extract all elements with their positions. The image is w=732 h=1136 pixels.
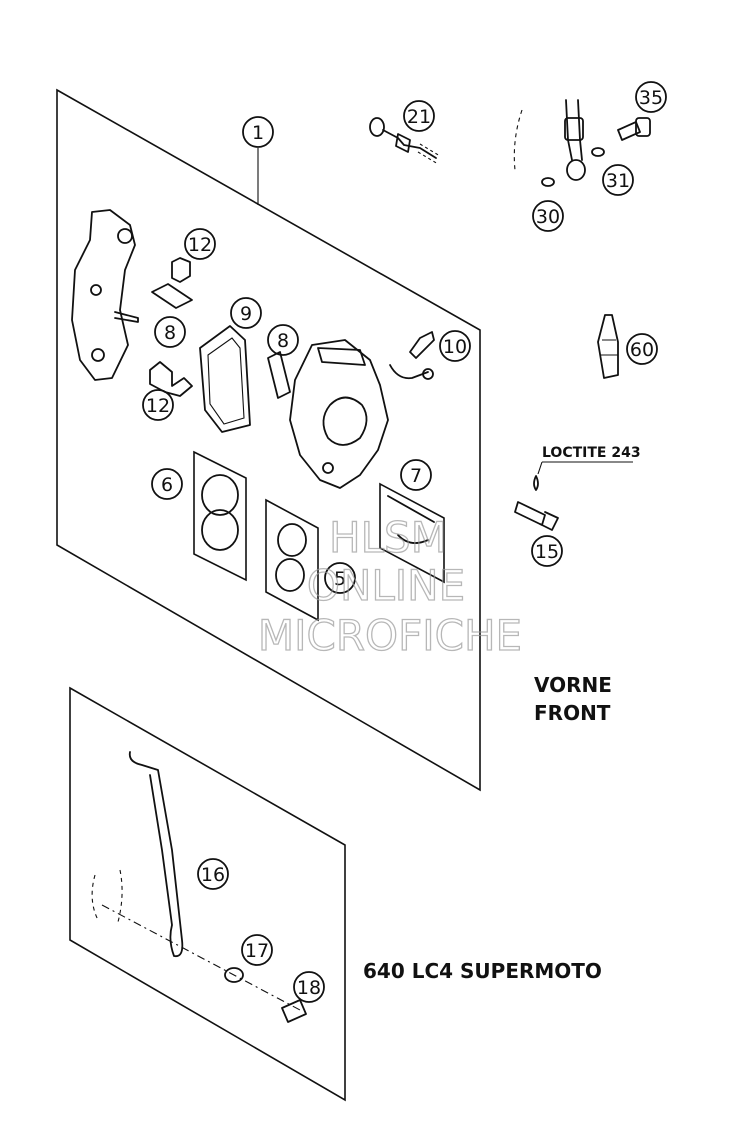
loctite-label: LOCTITE 243: [542, 445, 641, 461]
screw-15: [514, 475, 559, 531]
callout-12-top: 12: [184, 228, 216, 260]
watermark-line-3: MICROFICHE: [258, 611, 522, 660]
svg-text:1: 1: [252, 122, 264, 144]
callout-6: 6: [151, 468, 183, 500]
callout-30: 30: [532, 200, 564, 232]
callout-8-left: 8: [154, 316, 186, 348]
model-label: 640 LC4 SUPERMOTO: [363, 959, 602, 983]
callout-17: 17: [241, 934, 273, 966]
svg-text:60: 60: [630, 339, 654, 361]
callout-31: 31: [602, 164, 634, 196]
callout-1: 1: [242, 116, 274, 148]
callout-9: 9: [230, 297, 262, 329]
svg-text:12: 12: [188, 234, 212, 256]
callout-35: 35: [635, 81, 667, 113]
vorne-label: VORNE: [534, 673, 612, 697]
guide-pin-12-bottom: [149, 361, 193, 397]
callout-60: 60: [626, 333, 658, 365]
callout-18: 18: [293, 971, 325, 1003]
svg-text:21: 21: [407, 106, 431, 128]
svg-text:12: 12: [146, 395, 170, 417]
piston-seal-kit-6: [193, 450, 247, 582]
seal-rings-5: [265, 498, 319, 622]
svg-text:35: 35: [639, 87, 663, 109]
callout-10: 10: [439, 330, 471, 362]
callout-7: 7: [400, 459, 432, 491]
svg-text:5: 5: [334, 568, 346, 590]
brake-line-bracket-16: [91, 751, 307, 1023]
callout-15: 15: [531, 535, 563, 567]
caliper-body: [289, 339, 389, 489]
svg-text:9: 9: [240, 303, 252, 325]
upper-assembly-panel: [56, 88, 481, 792]
banjo-bolt-assembly: [513, 99, 651, 187]
watermark-line-2: ONLINE: [307, 561, 465, 610]
bleeder-valve-10: [389, 331, 435, 380]
svg-text:7: 7: [410, 465, 422, 487]
callout-12-bottom: 12: [142, 389, 174, 421]
guide-pin-12-top: [171, 257, 191, 283]
caliper-bracket: [71, 209, 139, 381]
svg-text:16: 16: [201, 864, 225, 886]
svg-text:30: 30: [536, 206, 560, 228]
svg-text:17: 17: [245, 940, 269, 962]
loctite-leader: [537, 461, 543, 475]
svg-text:18: 18: [297, 977, 321, 999]
pad-spring-8-left: [151, 283, 193, 309]
svg-text:6: 6: [161, 474, 173, 496]
lower-supermoto-panel: [69, 686, 346, 1102]
watermark-line-1: HLSM: [329, 513, 447, 562]
pad-spring-8-right: [267, 351, 291, 399]
callout-5: 5: [324, 562, 356, 594]
front-label: FRONT: [534, 701, 611, 725]
callout-16: 16: [197, 858, 229, 890]
svg-text:8: 8: [277, 330, 289, 352]
svg-text:10: 10: [443, 336, 467, 358]
svg-text:8: 8: [164, 322, 176, 344]
callout-21: 21: [403, 100, 435, 132]
svg-text:15: 15: [535, 541, 559, 563]
callout-8-right: 8: [267, 324, 299, 356]
pin-kit-7: [379, 482, 445, 584]
loctite-bottle-60: [597, 314, 619, 379]
svg-text:31: 31: [606, 170, 630, 192]
brake-line-fitting-21: [369, 117, 441, 165]
brake-pads-9: [199, 325, 251, 433]
